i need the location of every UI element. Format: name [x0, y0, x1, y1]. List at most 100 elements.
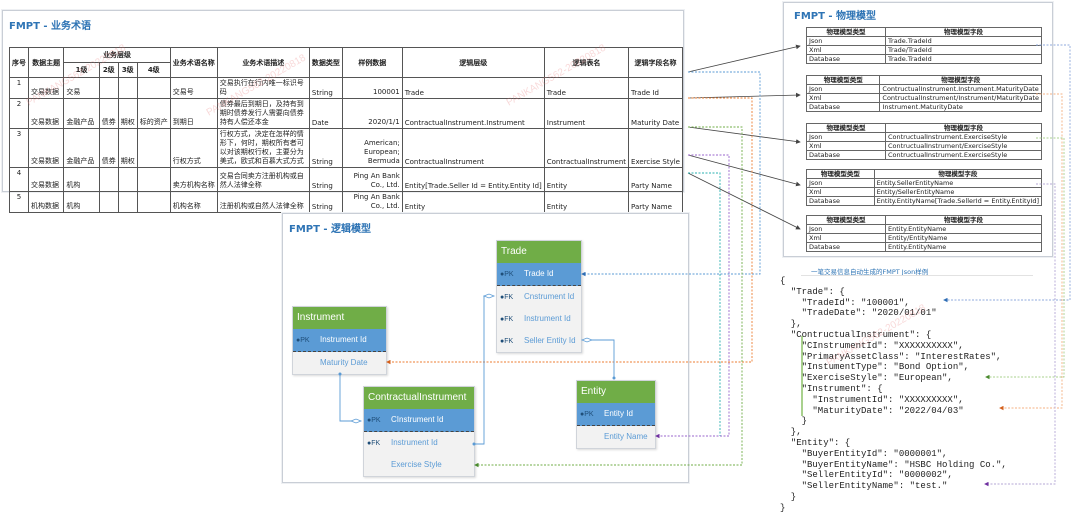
json-line: "Entity": { — [780, 437, 851, 448]
wire-term2-logical — [386, 97, 753, 365]
term-level-1: 机构 — [63, 191, 100, 213]
json-line: } — [780, 491, 797, 502]
json-line: "BuyerEntityId": "0000001", — [780, 448, 948, 459]
rel-instrument-contractual — [339, 374, 361, 422]
json-line: "InstrumentId": "XXXXXXXXX", — [780, 394, 964, 405]
term-type: String — [308, 191, 343, 213]
json-line: "PrimaryAssetClass": "InterestRates", — [780, 351, 1002, 362]
term-sample: American; European; Bermuda — [341, 128, 403, 168]
term-desc: 行权方式，决定在怎样的情形下，何时，期权所有者可以对该期权行权，主要分为美式，欧… — [216, 128, 310, 168]
json-line: "Instrument": { — [780, 383, 883, 394]
json-line: } — [780, 416, 808, 427]
physical-field: Instrument.MaturityDate — [879, 102, 1042, 112]
wire-json-seller — [984, 183, 1056, 487]
json-divider — [801, 275, 1033, 276]
physical-model-title: FMPT - 物理模型 — [794, 11, 877, 22]
entity-trade-header: Trade — [497, 241, 581, 263]
physical-field: ContructualInstrument.ExerciseStyle — [885, 150, 1042, 160]
wire-term5-logical — [688, 172, 721, 436]
json-line: "ContructualInstrument": { — [780, 329, 932, 340]
json-sample-code: { "Trade": { "TradeId": "100001", "Trade… — [780, 276, 1007, 514]
key-icon: ●FK — [500, 316, 514, 323]
business-terms-panel: FMPT - 业务术语 序号 数据主题 业务层级 业务术语名称 业务术语描述 数… — [2, 10, 684, 213]
key-icon: ●PK — [500, 271, 514, 278]
term-logic-field: Party Name — [628, 191, 683, 213]
entity-contractual-field-row[interactable]: Exercise Style — [391, 460, 442, 469]
rel-trade-entity — [582, 339, 615, 378]
json-line: "SellerEntityId": "0000002", — [780, 470, 953, 481]
term-subject: 机构数据 — [27, 191, 65, 213]
header-sample: 样例数据 — [341, 47, 403, 78]
header-data-type: 数据类型 — [308, 47, 343, 78]
term-logic-level: ContractualInstrument.Instrument — [401, 98, 545, 129]
header-logic-field: 逻辑字段名称 — [628, 47, 683, 78]
physical-type: Database — [805, 102, 881, 112]
term-level-1: 机构 — [63, 167, 100, 192]
term-level-1: 金融产品 — [63, 98, 100, 129]
term-logic-table: ContractualInstrument — [543, 128, 630, 168]
term-name: 机构名称 — [169, 191, 218, 213]
physical-field: Trade.TradeId — [885, 54, 1042, 64]
key-icon: ●FK — [500, 338, 514, 345]
entity-instrument-field-row[interactable]: Maturity Date — [320, 358, 368, 367]
wire-term4-physical — [687, 154, 801, 187]
json-line: "TradeDate": "2020/01/01" — [780, 308, 937, 319]
json-line: "BuyerEntityName": "HSBC Holding Co.", — [780, 459, 1007, 470]
rel-diamond — [580, 337, 594, 343]
header-term-desc: 业务术语描述 — [216, 47, 310, 78]
entity-entity-field-row[interactable]: Entity Name — [604, 432, 648, 441]
json-highlight-bar — [801, 336, 803, 416]
key-icon: ●PK — [367, 417, 381, 424]
key-icon: ●FK — [367, 440, 381, 447]
json-sample-caption: 一笔交易信息自动生成的FMPT Json样例 — [811, 268, 929, 276]
logical-model-title: FMPT - 逻辑模型 — [289, 224, 372, 235]
rel-diamond — [482, 293, 496, 299]
wire-term1-physical — [687, 44, 801, 73]
wire-term1-logical — [581, 71, 761, 277]
header-level-1: 1级 — [63, 62, 100, 78]
header-logic-level: 逻辑层级 — [401, 47, 545, 78]
wire-term5-physical — [687, 172, 801, 230]
json-line: }, — [780, 427, 802, 438]
json-line: "TradeId": "100001", — [780, 297, 910, 308]
json-line: "InstumentType": "Bond Option", — [780, 362, 970, 373]
json-line: "CInstrumentId": "XXXXXXXXXX", — [780, 340, 964, 351]
json-line: "MaturityDate": "2022/04/03" — [780, 405, 964, 416]
entity-entity-header: Entity — [577, 381, 655, 403]
key-icon: ●PK — [296, 337, 310, 344]
key-icon: ●PK — [580, 411, 594, 418]
rel-endpoint — [338, 372, 342, 376]
json-line: "ExerciseStyle": "European", — [780, 373, 953, 384]
rel-diamond — [349, 418, 363, 424]
header-level-group: 业务层级 — [63, 47, 171, 63]
term-type: String — [308, 128, 343, 168]
wire-term3-logical — [474, 126, 743, 468]
header-no: 序号 — [9, 47, 29, 78]
physical-field: Entity.EntityName[Trade.SellerId = Entit… — [873, 196, 1043, 206]
term-sample: Ping An Bank Co., Ltd. — [341, 191, 403, 213]
header-logic-table: 逻辑表名 — [543, 47, 630, 78]
key-icon: ●FK — [500, 294, 514, 301]
json-line: "SellerEntityName": "test." — [780, 481, 948, 492]
